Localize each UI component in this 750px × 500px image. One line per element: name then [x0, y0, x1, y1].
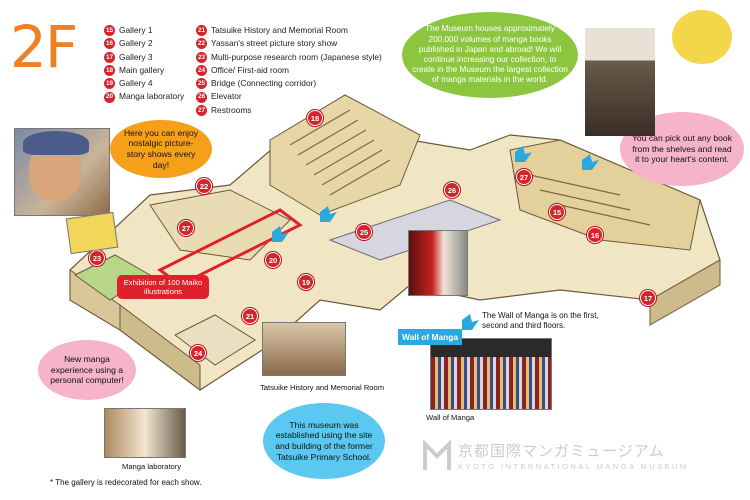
map-marker-23[interactable]: 23 — [89, 250, 105, 266]
legend-item: 25 Bridge (Connecting corridor) — [196, 77, 382, 90]
legend-number: 16 — [104, 38, 115, 50]
legend-item: 24 Office/ First-aid room — [196, 64, 382, 77]
map-marker-21[interactable]: 21 — [242, 308, 258, 324]
legend-label: Gallery 1 — [119, 25, 153, 35]
manga-pc-bubble: New manga experience using a personal co… — [38, 340, 136, 400]
map-marker-16[interactable]: 16 — [587, 227, 603, 243]
legend-item: 19 Gallery 4 — [104, 77, 184, 90]
map-marker-17[interactable]: 17 — [640, 290, 656, 306]
legend-number: 27 — [196, 104, 207, 116]
logo-english: KYOTO INTERNATIONAL MANGA MUSEUM — [458, 462, 689, 471]
wall-of-manga-photo — [430, 338, 552, 410]
right-gallery-wing — [509, 139, 701, 251]
manga-lab-caption: Manga laboratory — [122, 462, 182, 471]
legend-item: 27 Restrooms — [196, 104, 382, 117]
legend-item: 17 Gallery 3 — [104, 51, 184, 64]
legend-number: 24 — [196, 65, 207, 77]
entrance-arrows — [272, 146, 599, 330]
floor-label: 2F — [10, 13, 78, 81]
legend-item: 15 Gallery 1 — [104, 24, 184, 37]
legend-item: 20 Manga laboratory — [104, 90, 184, 103]
map-marker-27-right[interactable]: 27 — [516, 169, 532, 185]
legend-label: Main gallery — [119, 64, 165, 75]
map-marker-22[interactable]: 22 — [196, 178, 212, 194]
legend-label: Gallery 4 — [119, 78, 153, 89]
legend-label: Tatsuike History and Memorial Room — [211, 25, 348, 35]
legend-label: Manga laboratory — [119, 91, 185, 102]
legend-number: 15 — [104, 25, 115, 37]
manga-lab-photo — [104, 408, 186, 458]
wall-of-manga-badge: Wall of Manga — [398, 329, 462, 345]
legend-label: Restrooms — [211, 104, 252, 115]
footnote: * The gallery is redecorated for each sh… — [50, 478, 202, 487]
legend-item: 16 Gallery 2 — [104, 37, 184, 50]
legend-label: Office/ First-aid room — [211, 64, 290, 75]
map-marker-27-left[interactable]: 27 — [178, 220, 194, 236]
legend-number: 20 — [104, 91, 115, 103]
legend-label: Multi-purpose research room (Japanese st… — [211, 51, 382, 62]
wall-of-manga-caption: Wall of Manga — [426, 413, 475, 422]
legend-number: 17 — [104, 51, 115, 63]
museum-logo-icon — [422, 439, 452, 472]
wall-of-manga-note: The Wall of Manga is on the first, secon… — [482, 311, 599, 330]
legend-column-2: 21 Tatsuike History and Memorial Room 22 Y… — [196, 24, 382, 117]
legend-label: Gallery 2 — [119, 38, 153, 49]
exhibition-label: Exhibition of 100 Maiko illustrations — [117, 275, 209, 299]
history-room-caption: Tatsuike History and Memorial Room — [260, 383, 385, 392]
picture-story-card — [65, 211, 119, 255]
legend-item: 18 Main gallery — [104, 64, 184, 77]
legend-label: Elevator — [211, 91, 242, 102]
legend-label: Bridge (Connecting corridor) — [211, 78, 317, 89]
legend-number: 26 — [196, 91, 207, 103]
map-marker-20[interactable]: 20 — [265, 252, 281, 268]
storyteller-photo — [14, 128, 110, 216]
legend-number: 22 — [196, 38, 207, 50]
legend-number: 18 — [104, 65, 115, 77]
history-room-photo — [262, 322, 346, 376]
legend-number: 21 — [196, 25, 207, 37]
museum-logo-mark — [423, 439, 451, 470]
mascot-icon — [672, 10, 732, 64]
legend-label: Gallery 3 — [119, 51, 153, 62]
map-marker-19[interactable]: 19 — [298, 274, 314, 290]
legend-item: 23 Multi-purpose research room (Japanese … — [196, 51, 382, 64]
school-bubble: This museum was established using the si… — [263, 403, 385, 479]
map-marker-18[interactable]: 18 — [307, 110, 323, 126]
stairwell-photo — [408, 230, 468, 296]
map-marker-24[interactable]: 24 — [190, 345, 206, 361]
legend-item: 22 Yassan's street picture story show — [196, 37, 382, 50]
legend-item: 26 Elevator — [196, 90, 382, 103]
reader-photo — [585, 28, 655, 136]
collection-bubble: The Museum houses approximately 200,000 … — [402, 12, 578, 98]
map-marker-26[interactable]: 26 — [444, 182, 460, 198]
legend-label: Yassan's street picture story show — [211, 38, 338, 49]
legend-number: 23 — [196, 51, 207, 63]
picture-story-bubble: Here you can enjoy nostalgic picture-sto… — [110, 120, 212, 178]
storyteller-hat — [23, 131, 89, 155]
legend-item: 21 Tatsuike History and Memorial Room — [196, 24, 382, 37]
main-gallery-wing — [269, 94, 421, 216]
logo-japanese: 京都国際マンガミュージアム — [458, 442, 665, 460]
legend-number: 25 — [196, 78, 207, 90]
map-marker-15[interactable]: 15 — [549, 204, 565, 220]
legend-number: 19 — [104, 78, 115, 90]
map-marker-25[interactable]: 25 — [356, 224, 372, 240]
